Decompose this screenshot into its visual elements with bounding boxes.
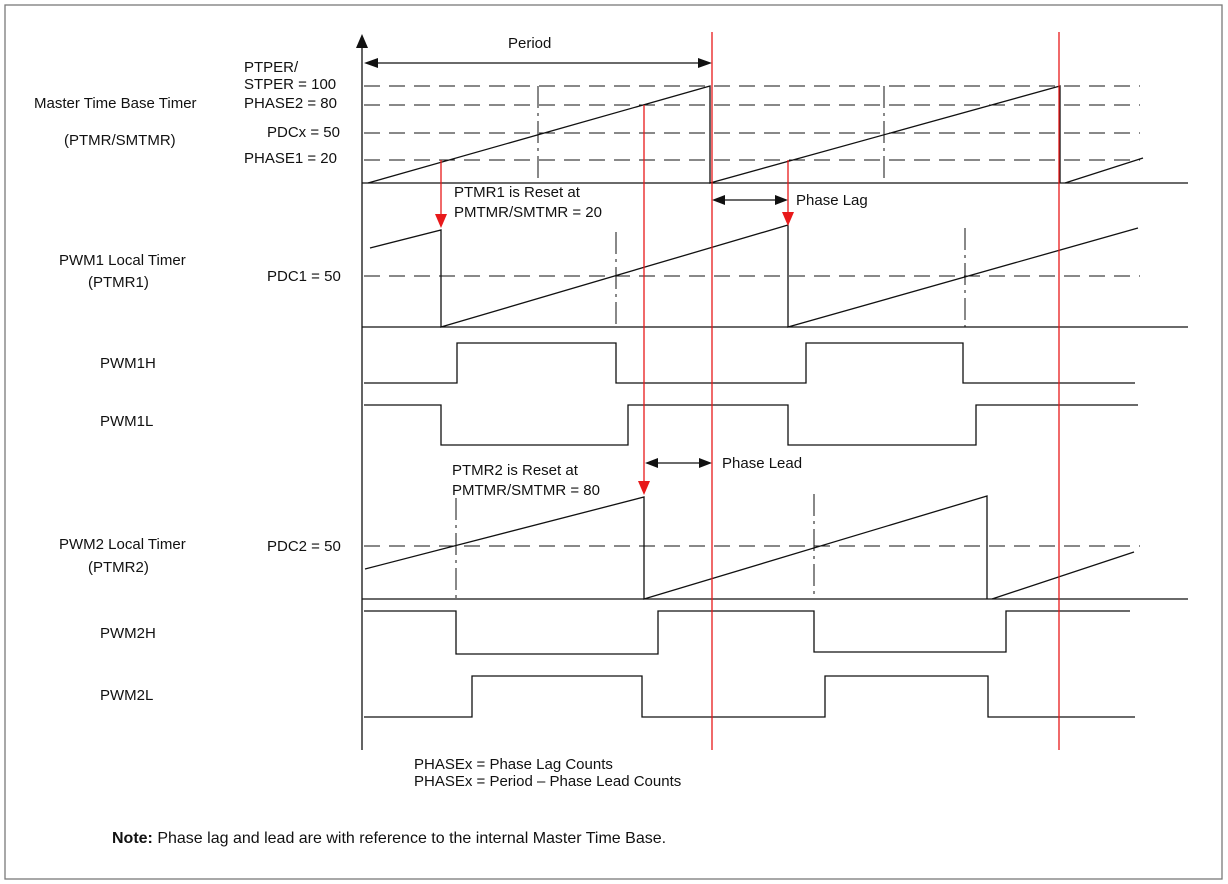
ptmr1-reset-sublabel: PMTMR/SMTMR = 20: [454, 204, 602, 221]
note-bold: Note:: [112, 830, 153, 847]
master-timer-waveform: [367, 85, 1061, 184]
formula-phase-lag: PHASEx = Phase Lag Counts: [414, 756, 613, 773]
period-label: Period: [508, 35, 551, 52]
phase2-label: PHASE2 = 80: [244, 95, 337, 112]
pwm1l-label: PWM1L: [100, 413, 153, 430]
ptper-label: PTPER/: [244, 59, 299, 76]
pwm2-timer-label: PWM2 Local Timer: [59, 536, 186, 553]
pwm1l-waveform: [364, 404, 1138, 446]
phase-lead-right-icon: [699, 458, 712, 468]
pwm1-timer-sublabel: (PTMR1): [88, 274, 149, 291]
pwm2-timer-sublabel: (PTMR2): [88, 559, 149, 576]
pdcx-label: PDCx = 50: [267, 124, 340, 141]
phase1-label: PHASE1 = 20: [244, 150, 337, 167]
ptmr2-reset-sublabel: PMTMR/SMTMR = 80: [452, 482, 600, 499]
pdc2-label: PDC2 = 50: [267, 538, 341, 555]
master-timer-label: Master Time Base Timer: [34, 95, 197, 112]
ptmr1-reset-arrow-icon: [435, 214, 447, 228]
phase-lead-left-icon: [645, 458, 658, 468]
pwm1h-waveform: [364, 342, 1135, 384]
phase-lead-label: Phase Lead: [722, 455, 802, 472]
pwm2l-waveform: [364, 675, 1135, 718]
phase-lag-right-icon: [775, 195, 788, 205]
ptmr1-reset-label: PTMR1 is Reset at: [454, 184, 581, 201]
master-timer-waveform-tail: [1064, 157, 1144, 184]
pdc1-label: PDC1 = 50: [267, 268, 341, 285]
axis-arrow-icon: [356, 34, 368, 48]
formula-phase-lead: PHASEx = Period – Phase Lead Counts: [414, 773, 681, 790]
pwm2-timer-waveform: [364, 495, 988, 600]
pwm1-timer-waveform: [369, 224, 1139, 328]
phase-lag-label: Phase Lag: [796, 192, 868, 209]
diagram-border: [4, 4, 1223, 880]
phase-lag-left-icon: [712, 195, 725, 205]
period-arrow-left-icon: [364, 58, 378, 68]
pwm1-timer-label: PWM1 Local Timer: [59, 252, 186, 269]
stper-label: STPER = 100: [244, 76, 336, 93]
pwm2l-label: PWM2L: [100, 687, 153, 704]
note-text: Phase lag and lead are with reference to…: [153, 830, 666, 847]
period-arrow-right-icon: [698, 58, 712, 68]
ptmr2-reset-label: PTMR2 is Reset at: [452, 462, 579, 479]
phase-lag-reset-arrow-icon: [782, 212, 794, 226]
pwm2h-label: PWM2H: [100, 625, 156, 642]
note: Note: Phase lag and lead are with refere…: [112, 830, 666, 847]
master-timer-sublabel: (PTMR/SMTMR): [64, 132, 176, 149]
ptmr2-reset-arrow-icon: [638, 481, 650, 495]
pwm1h-label: PWM1H: [100, 355, 156, 372]
pwm2h-waveform: [364, 610, 1130, 655]
pwm2-timer-waveform-tail: [991, 551, 1135, 600]
